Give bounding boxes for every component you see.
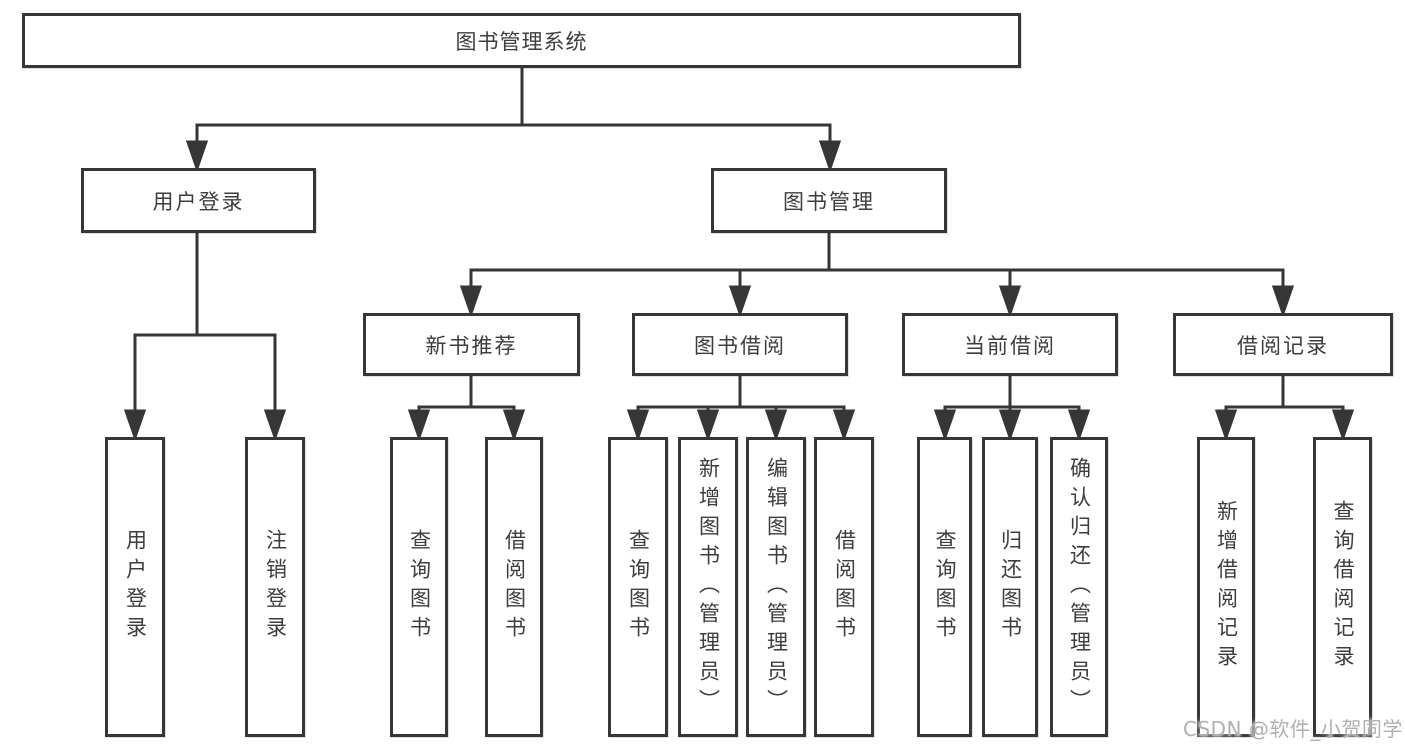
node-borrow-query-books: 查询图书 [608,437,668,737]
node-new-book-recommend: 新书推荐 [363,313,580,376]
arrowhead-icon [407,409,431,442]
connectors-user-login [123,231,287,442]
arrowhead-icon [998,409,1022,442]
arrowhead-icon [1271,285,1295,318]
arrowhead-icon [626,409,650,442]
connectors-book-mgmt [459,231,1295,318]
connectors-root [185,66,842,173]
node-label: 查询图书 [407,529,432,645]
node-label: 借阅图书 [832,529,857,645]
csdn-watermark: CSDN @软件_小贺同学 [1183,717,1403,741]
arrowhead-icon [728,285,752,318]
node-label: 确认归还（管理员） [1067,456,1092,718]
node-current-return-books: 归还图书 [982,437,1038,737]
node-newbook-borrow-books: 借阅图书 [485,437,543,737]
node-user-login: 用户登录 [81,168,316,233]
arrowhead-icon [185,140,209,173]
node-newbook-query-books: 查询图书 [390,437,448,737]
node-label: 注销登录 [263,529,288,645]
arrowhead-icon [1067,409,1091,442]
arrowhead-icon [502,409,526,442]
node-current-query-books: 查询图书 [917,437,972,737]
node-library-management-system: 图书管理系统 [22,13,1021,68]
node-current-borrow: 当前借阅 [902,313,1118,376]
node-label: 查询借阅记录 [1331,500,1355,674]
node-borrow-borrow-books: 借阅图书 [814,437,874,737]
node-borrow-add-books-admin: 新增图书（管理员） [678,437,738,737]
arrowhead-icon [459,285,483,318]
arrowhead-icon [1331,409,1355,442]
arrowhead-icon [123,409,147,442]
arrowhead-icon [764,409,788,442]
connectors-new-book [407,374,526,442]
node-book-borrow: 图书借阅 [632,313,848,376]
node-book-management: 图书管理 [711,168,947,233]
node-records-query-borrow-record: 查询借阅记录 [1313,437,1372,737]
node-user-login-leaf: 用户登录 [105,437,165,737]
node-label: 用户登录 [123,529,148,645]
arrowhead-icon [832,409,856,442]
arrowhead-icon [998,285,1022,318]
node-records-add-borrow-record: 新增借阅记录 [1197,437,1255,737]
connectors-borrow-records [1214,374,1355,442]
node-label: 新增借阅记录 [1214,500,1239,674]
arrowhead-icon [696,409,720,442]
node-label: 编辑图书（管理员） [764,456,789,718]
node-label: 查询图书 [626,529,651,645]
connectors-book-borrow [626,374,856,442]
node-borrow-records: 借阅记录 [1173,313,1393,376]
arrowhead-icon [818,140,842,173]
node-borrow-edit-books-admin: 编辑图书（管理员） [746,437,806,737]
node-label: 查询图书 [933,529,957,645]
node-label: 归还图书 [998,529,1023,645]
node-label: 新增图书（管理员） [696,456,721,718]
node-label: 借阅图书 [502,529,527,645]
arrowhead-icon [933,409,957,442]
arrowhead-icon [263,409,287,442]
node-current-confirm-return-admin: 确认归还（管理员） [1050,437,1108,737]
node-logout: 注销登录 [245,437,305,737]
connectors-current-borrow [933,374,1091,442]
arrowhead-icon [1214,409,1238,442]
